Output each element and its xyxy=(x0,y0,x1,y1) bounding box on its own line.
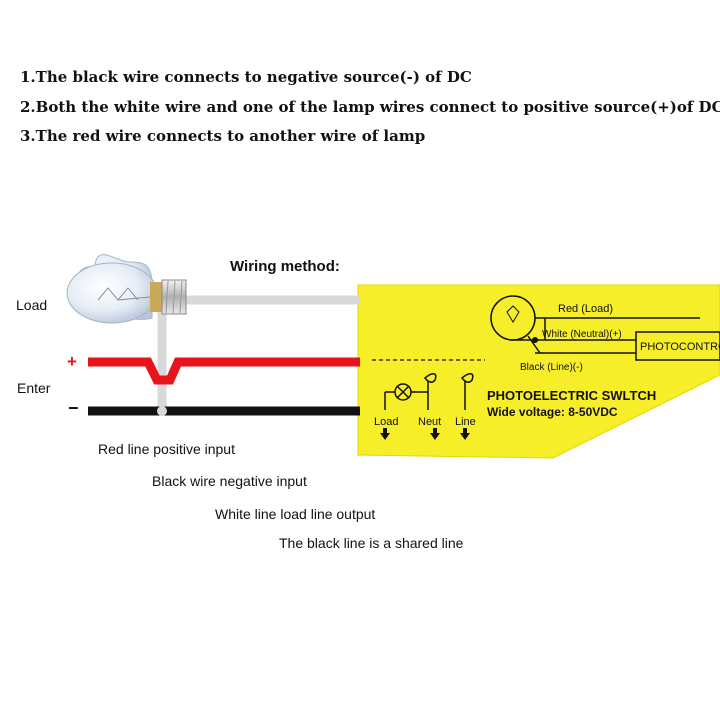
note-white-line: White line load line output xyxy=(215,506,376,522)
instruction-3: 3.The red wire connects to another wire … xyxy=(20,127,426,145)
photocontrol-schematic xyxy=(490,295,720,361)
device-voltage: Wide voltage: 8-50VDC xyxy=(487,405,618,419)
device-name: PHOTOELECTRIC SWLTCH xyxy=(487,388,656,403)
junction-dot xyxy=(157,406,167,416)
enter-label: Enter xyxy=(17,380,51,396)
instruction-1: 1.The black wire connects to negative so… xyxy=(20,68,472,86)
device-label-yellow xyxy=(357,284,720,459)
wiring-method-title: Wiring method: xyxy=(230,258,340,275)
note-red-line: Red line positive input xyxy=(98,441,235,457)
photocontrol-label: PHOTOCONTROL xyxy=(640,341,720,353)
plus-sign: + xyxy=(67,352,77,371)
terminal-load-label: Load xyxy=(374,416,398,428)
black-line-label: Black (Line)(-) xyxy=(520,362,583,373)
note-shared-line: The black line is a shared line xyxy=(279,535,464,551)
note-black-wire: Black wire negative input xyxy=(152,473,307,489)
red-load-label: Red (Load) xyxy=(558,303,613,315)
terminal-icons xyxy=(384,373,474,410)
terminal-arrows xyxy=(380,428,470,440)
light-bulb-icon xyxy=(66,254,187,324)
white-neutral-label: White (Neutral)(+) xyxy=(542,329,622,340)
load-label: Load xyxy=(16,297,48,313)
instruction-2: 2.Both the white wire and one of the lam… xyxy=(20,98,720,116)
terminal-line-label: Line xyxy=(455,416,476,428)
minus-sign: − xyxy=(68,398,79,418)
red-positive-wire xyxy=(88,357,360,385)
schematic-junction xyxy=(532,337,538,343)
terminal-neut-label: Neut xyxy=(418,416,441,428)
